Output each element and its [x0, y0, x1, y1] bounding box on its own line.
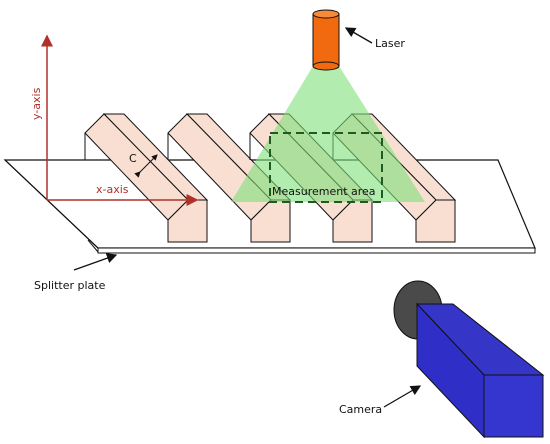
laser-label: Laser: [375, 37, 405, 50]
y-axis-label: y-axis: [30, 87, 43, 120]
x-axis-label: x-axis: [96, 183, 129, 196]
splitter-plate-label: Splitter plate: [34, 279, 106, 292]
measurement-area-label: Measurement area: [272, 185, 376, 198]
camera-pointer-arrow: [383, 385, 422, 408]
c-dimension-arrow: [134, 154, 158, 178]
camera-icon: [393, 280, 545, 439]
c-dimension-label: C: [129, 152, 137, 165]
splitter-plate-pointer-arrow: [73, 253, 118, 271]
camera-label: Camera: [339, 403, 382, 416]
measurement-area-box: [269, 132, 383, 203]
coordinate-axes: [41, 34, 199, 206]
laser-pointer-arrow: [344, 27, 373, 44]
laser-icon: [312, 9, 340, 71]
